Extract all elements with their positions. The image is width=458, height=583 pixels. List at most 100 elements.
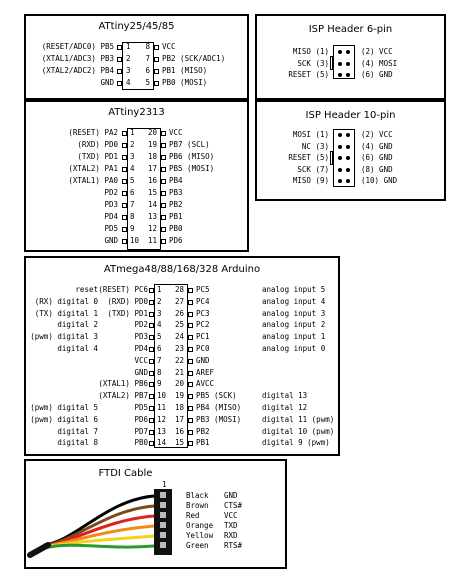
arduino-label-left: digital 2 bbox=[57, 320, 98, 330]
pin-number-left: 1 bbox=[130, 128, 135, 137]
arduino-label-left: reset bbox=[75, 285, 98, 294]
pin-number-left: 1 bbox=[157, 285, 162, 294]
pin-number-left: 7 bbox=[130, 200, 135, 209]
pin-label-right: PB0 (MOSI) bbox=[162, 78, 208, 87]
arduino-label-right: analog input 3 bbox=[262, 308, 326, 318]
pin-label-right: PC2 bbox=[196, 320, 210, 330]
pin-label-right: PB6 (MISO) bbox=[169, 152, 215, 161]
pin-label-left: PD4 bbox=[134, 344, 148, 353]
pin-label-left: (XTAL2/ADC2) PB4 bbox=[41, 66, 114, 75]
header-pin-dot bbox=[346, 156, 350, 160]
header-key-notch bbox=[330, 151, 333, 165]
arduino-label-right: analog input 5 bbox=[262, 285, 326, 294]
pin-pad-right bbox=[154, 81, 159, 86]
pin-label-right: PC3 bbox=[196, 308, 210, 318]
pin-number-right: 18 bbox=[174, 403, 184, 412]
header-label-right: (4) MOSI bbox=[361, 58, 398, 68]
header-pin-dot bbox=[346, 179, 350, 183]
ftdi-wire-signal: VCC bbox=[224, 511, 238, 520]
pin-number-left: 5 bbox=[157, 332, 162, 342]
ftdi-wire-signal: RTS# bbox=[224, 541, 243, 550]
pin-number-left: 9 bbox=[157, 379, 162, 389]
header-pin-dot bbox=[346, 167, 350, 172]
arduino-label-right: analog input 2 bbox=[262, 320, 326, 330]
arduino-label-left: (pwm) digital 6 bbox=[30, 414, 98, 424]
pin-number-left: 2 bbox=[130, 140, 135, 149]
header-pin-dot bbox=[346, 144, 350, 149]
arduino-label-left: digital 4 bbox=[57, 344, 98, 353]
pin-number-right: 17 bbox=[147, 164, 157, 173]
header-pin-dot bbox=[338, 179, 342, 183]
pin-pad-left bbox=[122, 155, 127, 160]
pin-number-right: 11 bbox=[147, 236, 157, 245]
pin-pad-left bbox=[122, 215, 127, 220]
pin-number-right: 12 bbox=[147, 224, 157, 233]
arduino-label-right: digital 10 (pwm) bbox=[262, 426, 335, 436]
pin-pad-right bbox=[188, 429, 193, 435]
pin-pad-right bbox=[161, 227, 166, 232]
pin-pad-right bbox=[188, 358, 193, 364]
pin-number-right: 7 bbox=[145, 54, 150, 63]
pin-number-right: 15 bbox=[174, 438, 184, 448]
pin-number-left: 10 bbox=[130, 236, 140, 245]
pin-label-right: PB1 bbox=[169, 212, 183, 221]
pin-label-right: GND bbox=[196, 355, 210, 365]
pin-label-right: AREF bbox=[196, 367, 215, 377]
ftdi-wire-signal: RXD bbox=[224, 531, 238, 540]
arduino-label-right: digital 11 (pwm) bbox=[262, 414, 335, 424]
pin-number-right: 17 bbox=[174, 414, 184, 424]
pin-number-left: 10 bbox=[157, 391, 167, 401]
pin-number-left: 3 bbox=[126, 66, 131, 75]
header-label-left: MISO (9) bbox=[292, 176, 329, 185]
header-label-left: MOSI (1) bbox=[292, 130, 329, 139]
ftdi-wire-signal: CTS# bbox=[224, 501, 243, 510]
pin-label-left: (RESET) PC6 bbox=[98, 285, 148, 294]
header-label-right: (10) GND bbox=[361, 176, 398, 185]
pin-label-right: PB1 (MISO) bbox=[162, 66, 208, 75]
pin-pad-left bbox=[149, 370, 154, 376]
pin-label-right: AVCC bbox=[196, 379, 215, 389]
header-label-left: MISO (1) bbox=[292, 47, 329, 56]
pin-label-left: PD5 bbox=[104, 224, 118, 233]
pin-number-left: 12 bbox=[157, 414, 167, 424]
ftdi-wire-signal: TXD bbox=[224, 521, 238, 530]
pin-label-right: PB1 bbox=[196, 438, 210, 448]
pin-pad-left bbox=[149, 382, 154, 388]
arduino-label-left: (TX) digital 1 bbox=[34, 308, 98, 318]
header-label-left: NC (3) bbox=[301, 141, 329, 151]
pin-pad-right bbox=[188, 335, 193, 341]
pin-label-left: PD2 bbox=[134, 320, 148, 330]
pin-label-left: (RXD) PD0 bbox=[107, 296, 148, 306]
pin-pad-right bbox=[161, 203, 166, 208]
pin-pad-left bbox=[117, 69, 122, 74]
isp6-header bbox=[333, 45, 355, 79]
pin-label-right: PC1 bbox=[196, 332, 210, 342]
pin-number-right: 20 bbox=[147, 128, 157, 137]
ftdi-socket bbox=[160, 542, 166, 548]
header-pin-dot bbox=[346, 133, 350, 137]
pin-number-left: 14 bbox=[157, 438, 167, 448]
ftdi-wire-color: Black bbox=[186, 491, 209, 500]
pin-pad-left bbox=[122, 167, 127, 172]
pin-label-left: (XTAL1/ADC3) PB3 bbox=[41, 54, 114, 63]
pin-label-right: PB3 (MOSI) bbox=[196, 414, 242, 424]
pin-label-left: PD6 bbox=[134, 414, 148, 424]
ftdi-cable-sheath bbox=[27, 542, 51, 558]
pin-pad-left bbox=[149, 441, 154, 447]
pin-label-left: PB0 bbox=[134, 438, 148, 448]
pin-label-right: PC0 bbox=[196, 344, 210, 353]
pin-pad-right bbox=[188, 311, 193, 317]
pin-pad-left bbox=[149, 358, 154, 364]
pin-label-left: PD5 bbox=[134, 403, 148, 412]
pin-pad-right bbox=[188, 323, 193, 329]
pin-pad-right bbox=[161, 215, 166, 220]
pin-pad-right bbox=[154, 69, 159, 74]
pin-number-left: 11 bbox=[157, 403, 167, 412]
pin-number-left: 4 bbox=[157, 320, 162, 330]
pin-pad-right bbox=[154, 45, 159, 50]
pin-number-left: 8 bbox=[130, 212, 135, 221]
pin-number-left: 4 bbox=[126, 78, 131, 87]
header-label-left: RESET (5) bbox=[288, 153, 329, 162]
ftdi-socket bbox=[160, 502, 166, 508]
